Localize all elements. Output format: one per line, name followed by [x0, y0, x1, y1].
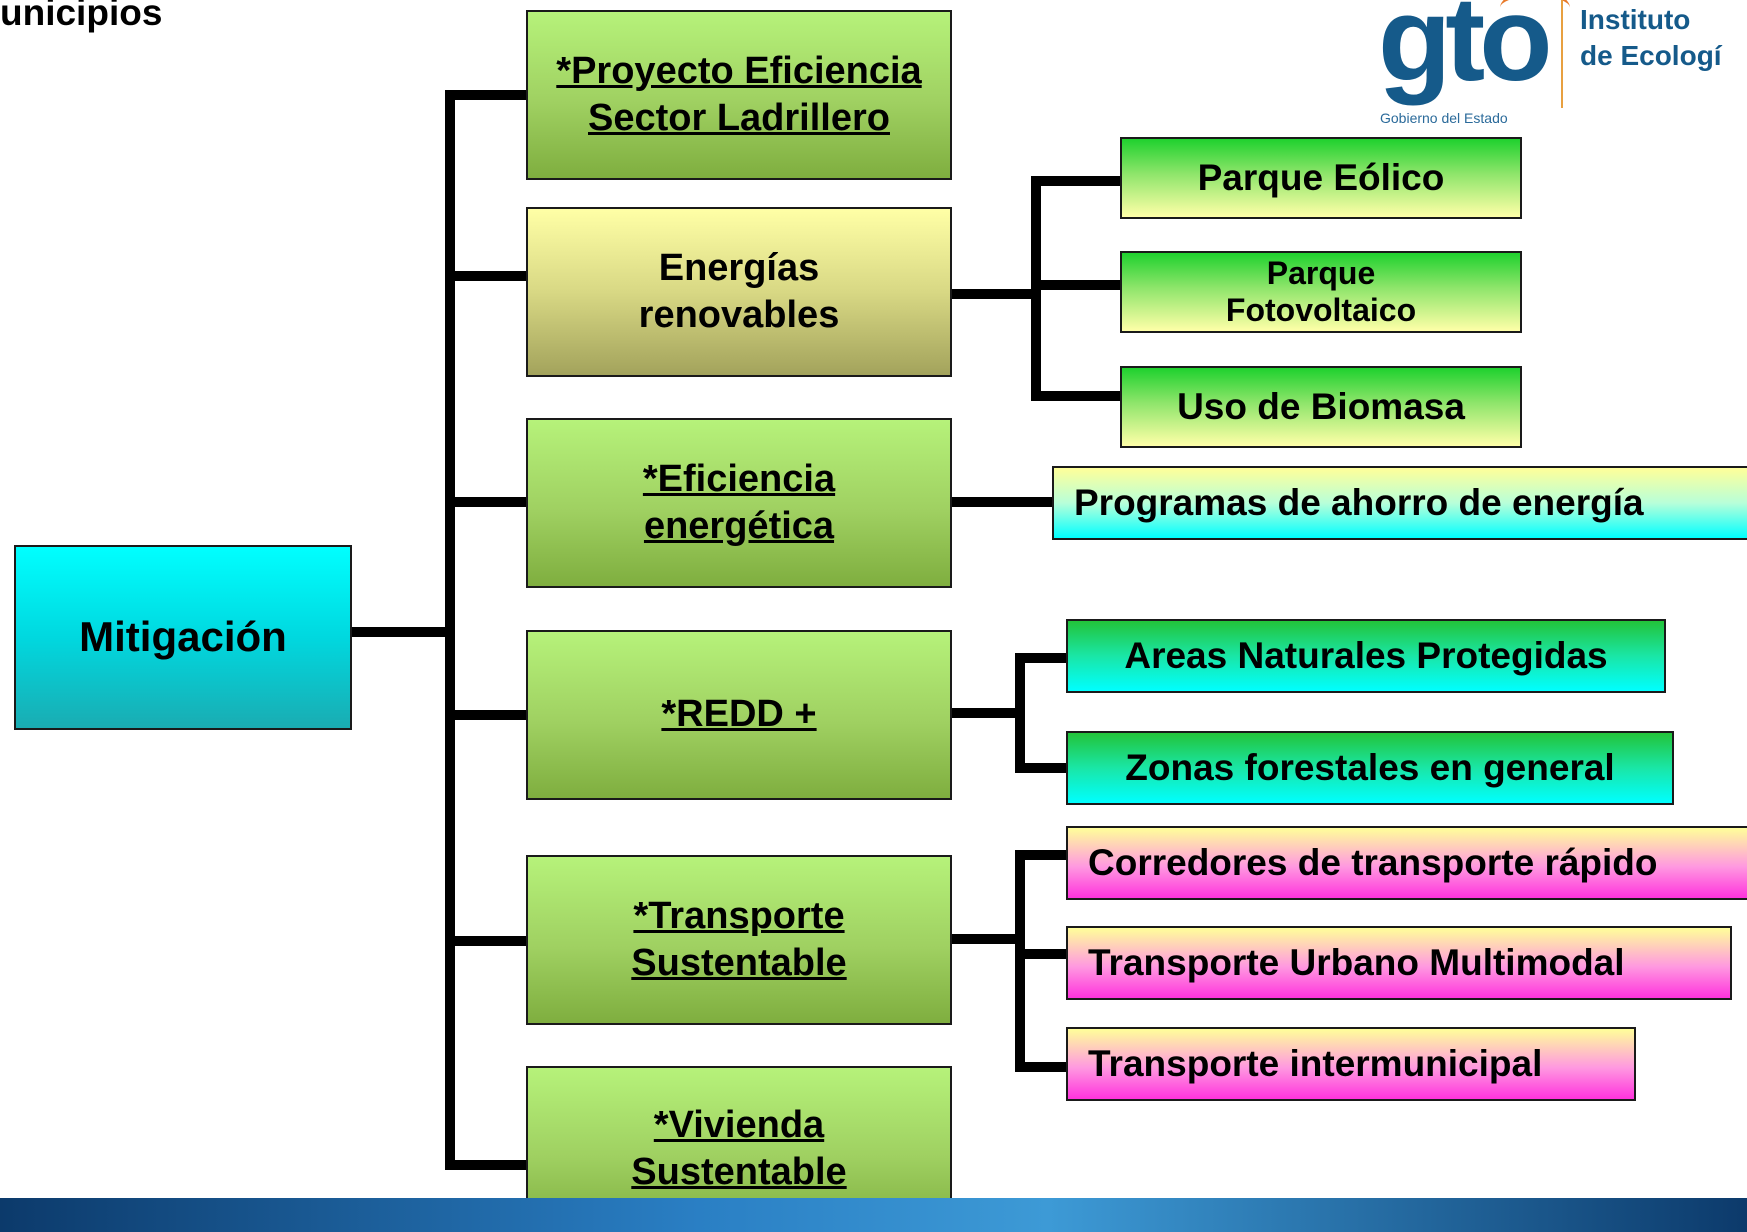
leaf-node-anp: Areas Naturales Protegidas — [1066, 619, 1666, 693]
branch-node-transporte: *Transporte Sustentable — [526, 855, 952, 1025]
leaf-node-intermunicipal: Transporte intermunicipal — [1066, 1027, 1636, 1101]
branch-node-redd: *REDD + — [526, 630, 952, 800]
leaf-connector — [1031, 176, 1121, 186]
leaf-label: Programas de ahorro de energía — [1074, 481, 1644, 523]
leaf-node-biomasa: Uso de Biomasa — [1120, 366, 1522, 448]
logo-subtitle: Gobierno del Estado — [1380, 110, 1508, 126]
branch-label: *Proyecto Eficiencia Sector Ladrillero — [556, 49, 922, 140]
branch-connector — [445, 271, 528, 281]
leaf-label: Parque Eólico — [1197, 156, 1445, 198]
logo-org-line1: Instituto — [1580, 4, 1691, 35]
leaf-connector — [1015, 763, 1068, 773]
leaf-node-corredores: Corredores de transporte rápido — [1066, 826, 1747, 900]
leaf-node-forestales: Zonas forestales en general — [1066, 731, 1674, 805]
root-node-mitigacion: Mitigación — [14, 545, 352, 730]
leaf-node-fotovoltaico: Parque Fotovoltaico — [1120, 251, 1522, 333]
leaf-label: Parque Fotovoltaico — [1225, 255, 1417, 328]
transporte-trunk — [1015, 850, 1025, 1072]
leaf-label: Corredores de transporte rápido — [1088, 841, 1658, 883]
branch-node-ladrillero: *Proyecto Eficiencia Sector Ladrillero — [526, 10, 952, 180]
leaf-connector — [1015, 653, 1068, 663]
eficiencia-connector — [950, 497, 1054, 507]
leaf-label: Transporte Urbano Multimodal — [1088, 941, 1625, 983]
leaf-connector — [1015, 1062, 1068, 1072]
leaf-node-ahorro: Programas de ahorro de energía — [1052, 466, 1747, 540]
leaf-connector — [1031, 391, 1121, 401]
footer-bar — [0, 1198, 1747, 1232]
redd-connector — [950, 708, 1020, 718]
redd-trunk — [1015, 653, 1025, 773]
leaf-node-eolico: Parque Eólico — [1120, 137, 1522, 219]
root-label: Mitigación — [79, 613, 287, 661]
branch-label: *Transporte Sustentable — [631, 894, 847, 985]
logo-org-line2: de Ecologí — [1580, 40, 1722, 71]
branch-label: Energías renovables — [638, 246, 840, 337]
branch-label: *REDD + — [661, 693, 817, 736]
root-connector — [352, 627, 450, 637]
page-title: unicipios — [0, 0, 163, 33]
branch-label: *Eficiencia energética — [642, 457, 836, 548]
leaf-label: Transporte intermunicipal — [1088, 1042, 1543, 1084]
logo-divider — [1561, 0, 1563, 108]
energias-connector — [950, 289, 1036, 299]
leaf-connector — [1031, 280, 1121, 290]
branch-connector — [445, 710, 528, 720]
branch-connector — [445, 497, 528, 507]
branch-label: *Vivienda Sustentable — [631, 1103, 847, 1194]
leaf-connector — [1015, 850, 1068, 860]
main-trunk — [445, 90, 455, 1170]
branch-connector — [445, 936, 528, 946]
logo-mark: gto — [1378, 0, 1553, 106]
transporte-connector — [950, 934, 1020, 944]
branch-connector — [445, 1160, 528, 1170]
leaf-node-urbano: Transporte Urbano Multimodal — [1066, 926, 1732, 1000]
branch-node-eficiencia: *Eficiencia energética — [526, 418, 952, 588]
leaf-label: Uso de Biomasa — [1177, 385, 1465, 427]
branch-connector — [445, 90, 528, 100]
leaf-connector — [1015, 949, 1068, 959]
branch-node-energias: Energías renovables — [526, 207, 952, 377]
leaf-label: Zonas forestales en general — [1125, 746, 1615, 788]
leaf-label: Areas Naturales Protegidas — [1124, 634, 1608, 676]
